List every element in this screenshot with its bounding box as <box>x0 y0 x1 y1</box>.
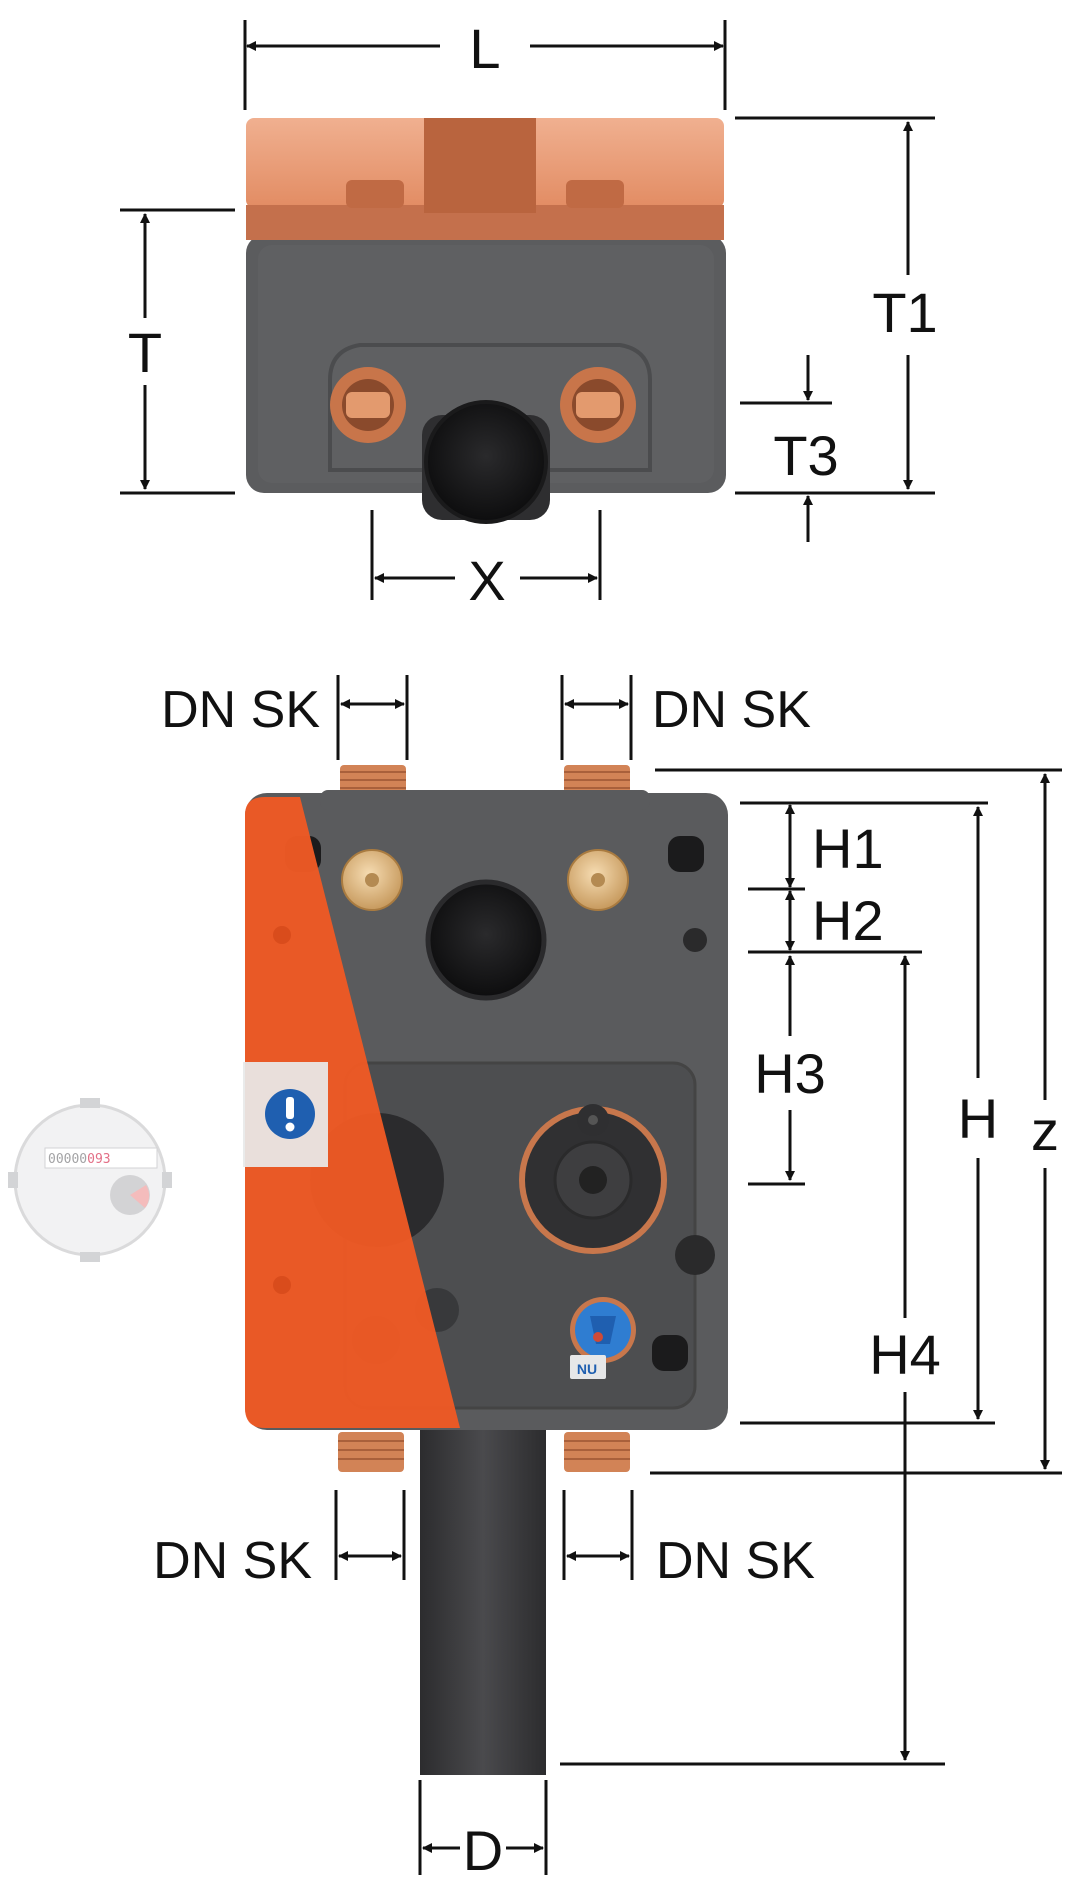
dim-H2-label: H2 <box>812 889 884 952</box>
info-label <box>243 1062 328 1167</box>
water-meter-icon: 00000093 <box>8 1098 172 1262</box>
connector-top-right <box>564 765 630 795</box>
dim-T-label: T <box>128 321 162 384</box>
dim-H4-label: H4 <box>869 1323 941 1386</box>
dim-dn-sk-bottom-right: DN SK <box>656 1532 815 1590</box>
pipe-opening-top <box>425 879 547 1001</box>
front-view: DN SK DN SK <box>153 675 1062 1882</box>
meter-reading-red: 093 <box>87 1152 110 1167</box>
blue-valve-handle: NU <box>570 1297 636 1379</box>
brass-plug-left <box>341 849 403 911</box>
connector-bottom-left <box>338 1432 404 1472</box>
dim-dn-sk-top-right: DN SK <box>652 681 811 739</box>
dim-dn-sk-bottom-left: DN SK <box>153 1532 312 1590</box>
dim-H3-label: H3 <box>754 1042 826 1105</box>
connector-bottom-right <box>564 1432 630 1472</box>
top-cap-center-boss <box>424 118 536 213</box>
dim-X-label: X <box>468 549 505 612</box>
svg-text:00000093: 00000093 <box>48 1152 111 1167</box>
downpipe <box>420 1430 546 1775</box>
dim-H-label: H <box>958 1087 998 1150</box>
dim-T1-label: T1 <box>872 281 937 344</box>
connector-top-left <box>340 765 406 795</box>
dim-z-label: z <box>1031 1099 1059 1162</box>
top-fitting-left <box>330 367 406 443</box>
dim-dn-sk-top-left: DN SK <box>161 681 320 739</box>
orange-panel <box>245 797 460 1428</box>
valve-unit <box>519 1104 667 1254</box>
dim-D-label: D <box>463 1819 503 1882</box>
dim-T3-label: T3 <box>773 424 838 487</box>
top-view: L T1 <box>120 17 938 612</box>
brand-mark: NU <box>577 1361 597 1377</box>
top-fitting-right <box>560 367 636 443</box>
meter-reading-black: 00000 <box>48 1152 87 1167</box>
dim-L-label: L <box>469 17 500 80</box>
dim-H1-label: H1 <box>812 817 884 880</box>
brass-plug-right <box>567 849 629 911</box>
